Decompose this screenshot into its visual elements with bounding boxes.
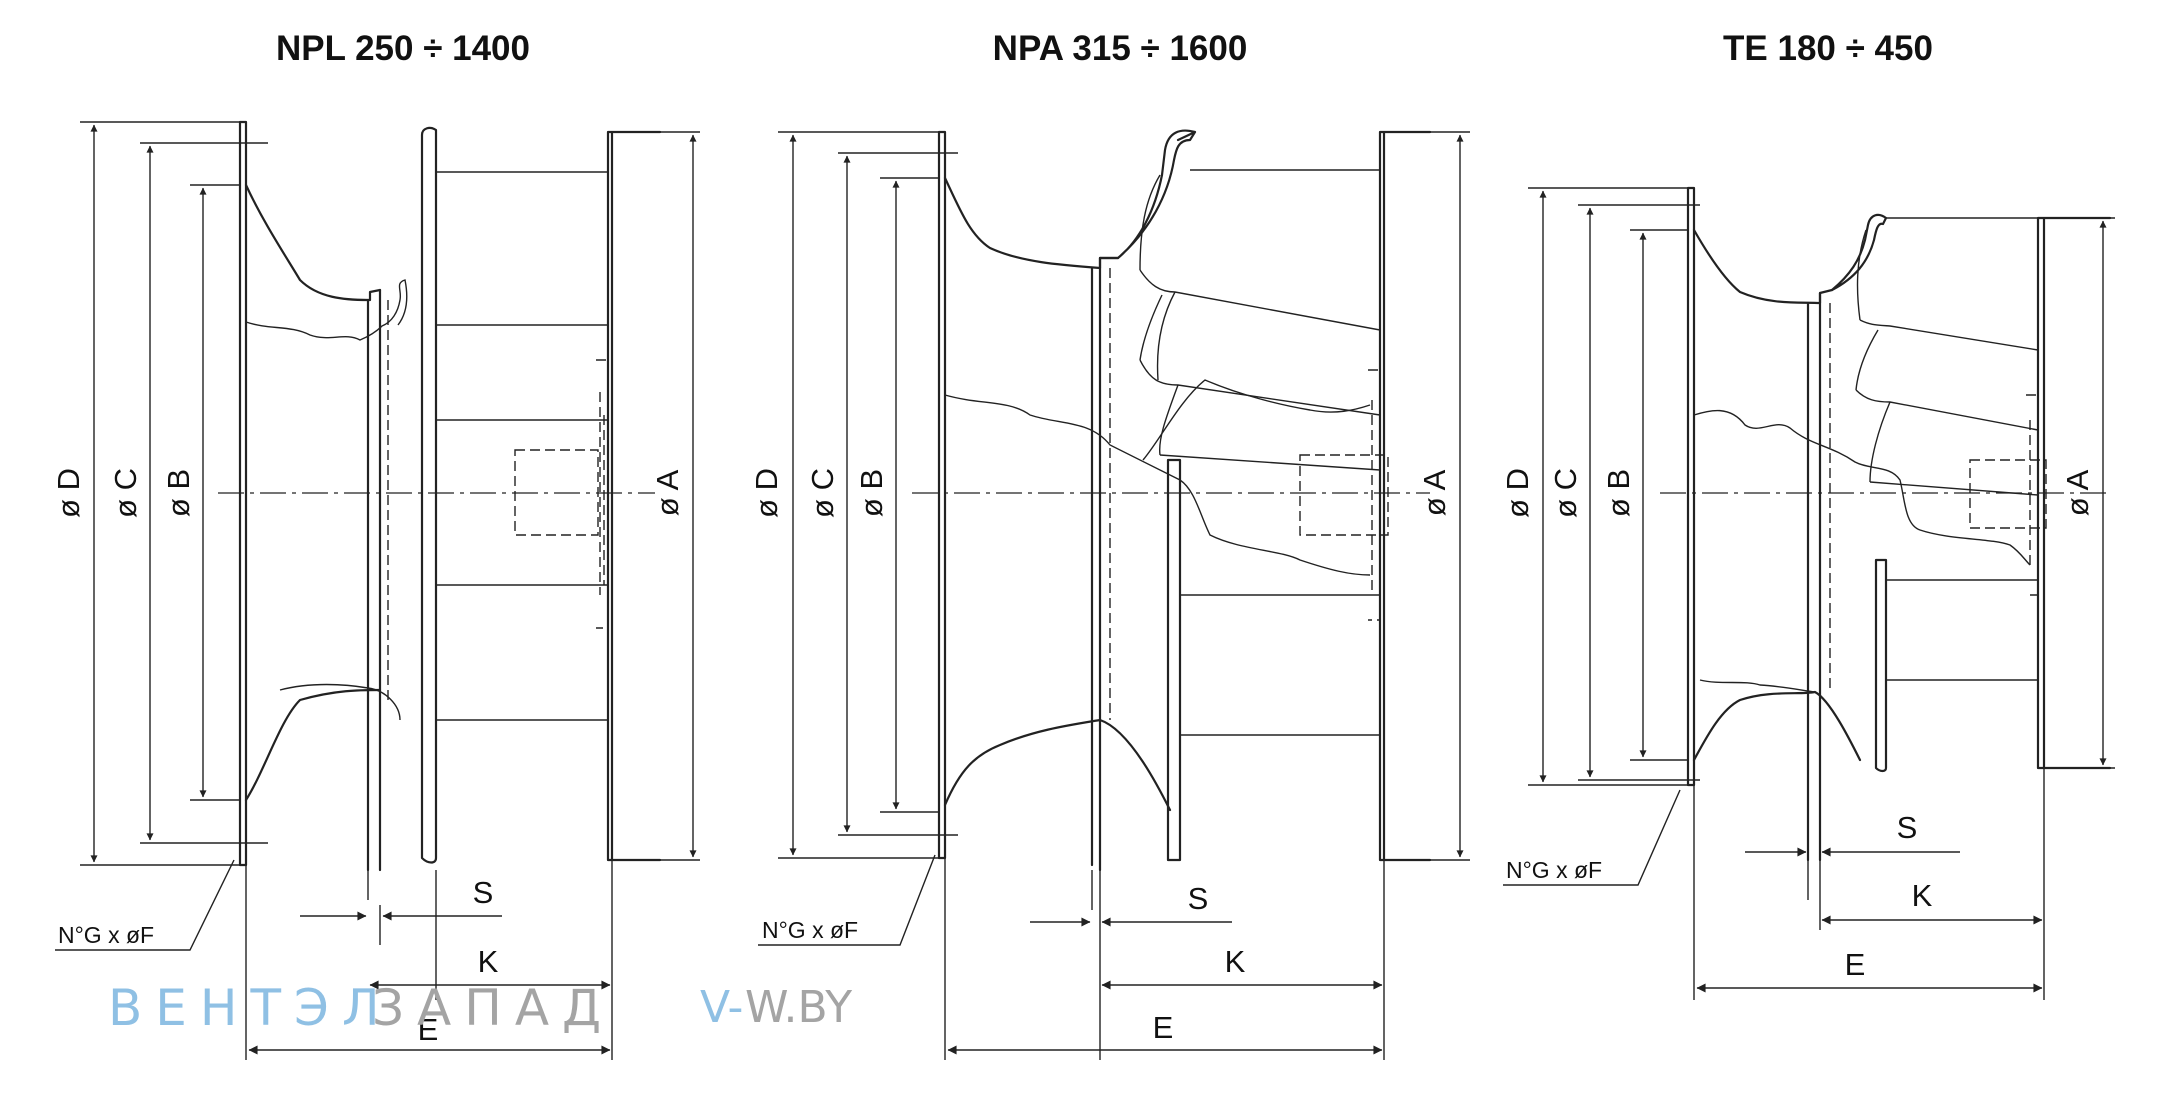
npl-inlet-cone-top	[244, 183, 382, 302]
npa-break-line-mid	[1142, 379, 1371, 461]
te-label-d: ø D	[1500, 468, 1535, 518]
npa-impeller-ring	[1090, 256, 1102, 872]
npl-label-holes: N°G x øF	[58, 922, 154, 948]
npa-label-d: ø D	[749, 468, 784, 518]
npa-inlet-cone-bottom	[943, 718, 1172, 812]
npl-extension-lines	[80, 121, 700, 1060]
npa-label-s: S	[1188, 881, 1209, 916]
te-front-shroud	[1830, 213, 1888, 292]
npl-label-a: ø A	[650, 469, 685, 516]
drawing-te: ø D ø C ø B ø A S K E N°G x øF	[1500, 186, 2115, 1000]
npl-label-e: E	[418, 1012, 439, 1047]
watermark: ВЕНТЭЛ ЗАПАД V- W.BY	[108, 979, 852, 1037]
npa-front-shroud	[1098, 129, 1197, 260]
te-label-s: S	[1897, 810, 1918, 845]
npl-hub	[514, 359, 609, 629]
te-label-a: ø A	[2060, 469, 2095, 516]
npa-blade-profiles	[1139, 174, 1179, 456]
te-blade-profiles	[1855, 229, 1891, 483]
title-npa: NPA 315 ÷ 1600	[993, 29, 1248, 68]
npa-hub	[1299, 369, 1389, 621]
te-impeller-ring	[1806, 291, 1822, 862]
te-label-k: K	[1912, 878, 1933, 913]
npa-holes-leader	[758, 854, 936, 946]
npl-holes-leader	[55, 859, 235, 951]
npa-label-e: E	[1153, 1010, 1174, 1045]
te-blades	[1855, 217, 2039, 681]
npl-impeller-ring	[366, 288, 382, 872]
te-label-c: ø C	[1548, 468, 1583, 518]
title-te: TE 180 ÷ 450	[1723, 29, 1933, 68]
te-label-b: ø B	[1601, 469, 1636, 517]
watermark-domain-gray: W.BY	[745, 982, 852, 1033]
npa-blades	[1139, 169, 1381, 736]
npa-label-c: ø C	[805, 468, 840, 518]
npl-label-s: S	[473, 875, 494, 910]
watermark-brand-gray: ЗАПАД	[372, 979, 614, 1037]
npl-front-shroud	[420, 126, 438, 864]
te-extension-lines	[1528, 187, 2115, 1000]
npl-label-b: ø B	[161, 469, 196, 517]
te-inlet-cone-bottom	[1692, 690, 1862, 762]
watermark-domain-blue: V-	[700, 982, 743, 1033]
te-hub	[1969, 394, 2047, 596]
te-label-holes: N°G x øF	[1506, 857, 1602, 883]
te-inlet-flange	[1686, 186, 1696, 787]
npa-shroud-bottom	[1166, 458, 1182, 862]
npa-label-b: ø B	[854, 469, 889, 517]
drawing-npa: ø D ø C ø B ø A S K E N°G x øF	[749, 129, 1470, 1060]
npl-label-k: K	[478, 944, 499, 979]
drawing-npl: ø D ø C ø B ø A S K E N°G x øF	[51, 120, 700, 1060]
te-break-line-top	[1693, 409, 2031, 566]
npl-blades	[436, 171, 608, 721]
npl-inlet-cone-bottom	[244, 688, 382, 802]
npa-label-k: K	[1225, 944, 1246, 979]
title-npl: NPL 250 ÷ 1400	[276, 29, 530, 68]
te-break-line-bottom	[1699, 679, 1816, 693]
npl-label-d: ø D	[51, 468, 86, 518]
te-label-e: E	[1845, 947, 1866, 982]
te-inlet-cone-top	[1692, 228, 1834, 305]
te-shroud-bottom	[1874, 558, 1888, 773]
npa-extension-lines	[778, 131, 1470, 1060]
npa-label-a: ø A	[1417, 469, 1452, 516]
npa-label-holes: N°G x øF	[762, 917, 858, 943]
npa-inlet-cone-top	[943, 176, 1120, 270]
watermark-brand-blue: ВЕНТЭЛ	[108, 979, 393, 1037]
npa-inlet-flange	[937, 130, 947, 860]
te-holes-leader	[1503, 789, 1681, 886]
npl-break-line-top	[245, 279, 408, 341]
npa-break-line-top	[944, 394, 1371, 576]
npl-label-c: ø C	[108, 468, 143, 518]
